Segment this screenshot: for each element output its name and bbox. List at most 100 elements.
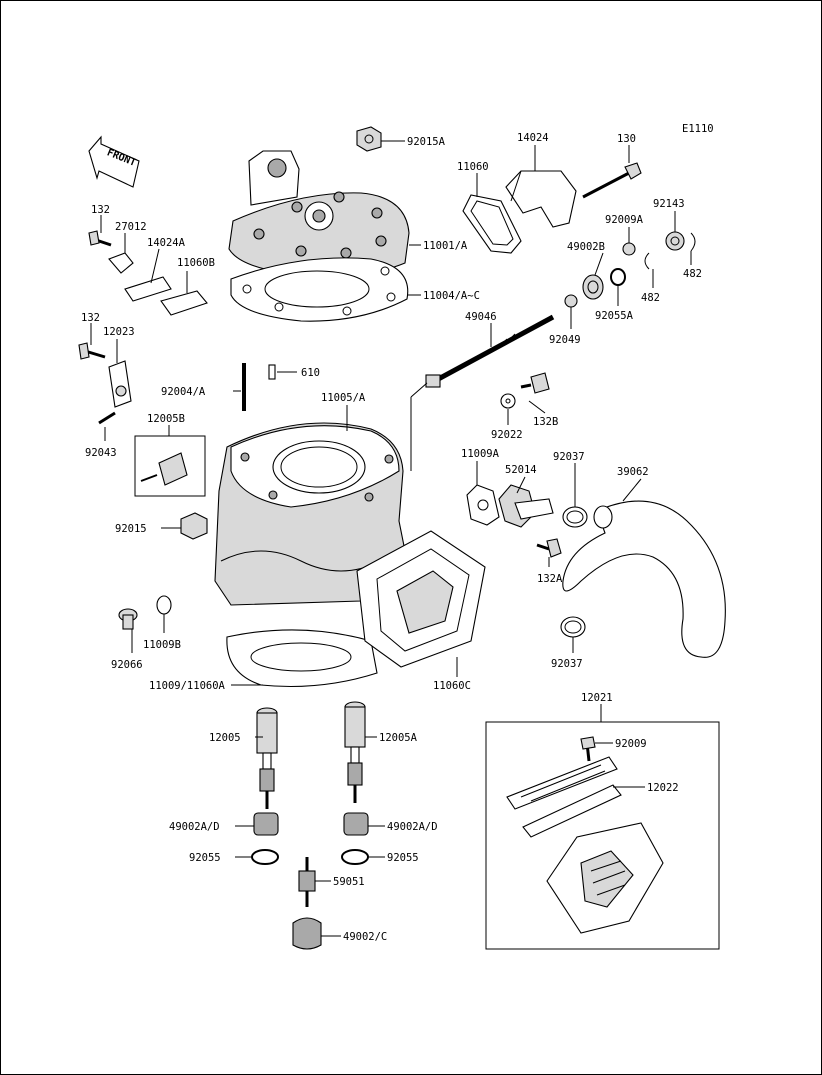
gasket-11060B-part	[160, 290, 208, 316]
label-12005A: 12005A	[379, 732, 418, 744]
cover-14024-part	[505, 170, 577, 228]
gasket-11060-part	[462, 194, 522, 254]
bracket-12023-part	[108, 360, 132, 408]
cylinder-part	[214, 422, 408, 606]
bolt-132-mid-part	[78, 342, 106, 360]
oring-92055-left-part	[251, 849, 279, 865]
label-11009-11060A: 11009/11060A	[149, 680, 226, 692]
seal-92049-part	[564, 294, 578, 308]
circlip-482-part	[644, 232, 696, 270]
label-49002C: 49002/C	[343, 931, 387, 943]
base-gasket-part	[226, 629, 378, 688]
pin-92043-part	[98, 411, 116, 425]
label-12022: 12022	[647, 782, 679, 794]
clamp-92037-top-part	[562, 506, 588, 528]
label-130: 130	[617, 133, 636, 145]
label-12023: 12023	[103, 326, 135, 338]
label-49002AD-left: 49002A/D	[169, 821, 220, 833]
label-14024A: 14024A	[147, 237, 186, 249]
label-92009: 92009	[615, 738, 647, 750]
bolt-130-part	[582, 162, 642, 199]
diagram-code: E1110	[682, 123, 714, 135]
label-132-mid: 132	[81, 312, 100, 324]
reed-adapter-11060C-part	[356, 530, 486, 668]
clamp-92037-bottom-part	[560, 616, 586, 638]
head-gasket-part	[230, 257, 409, 322]
label-92015: 92015	[115, 523, 147, 535]
label-59051: 59051	[333, 876, 365, 888]
washer-92022-part	[500, 393, 516, 409]
plate-14024A-part	[124, 276, 172, 302]
label-27012: 27012	[115, 221, 147, 233]
label-132A: 132A	[537, 573, 563, 585]
gear-59051-part	[298, 857, 316, 907]
valve-12005B-box	[134, 435, 206, 497]
valve-12005A-part	[344, 701, 366, 803]
label-52014: 52014	[505, 464, 537, 476]
seal-92143-part	[665, 231, 685, 251]
label-49046: 49046	[465, 311, 497, 323]
label-11009B: 11009B	[143, 639, 181, 651]
label-92022: 92022	[491, 429, 523, 441]
label-12005B: 12005B	[147, 413, 185, 425]
bolt-132-top-part	[88, 230, 112, 247]
gasket-11009A-part	[466, 484, 500, 526]
label-132-top: 132	[91, 204, 110, 216]
bolt-132B-part	[520, 372, 550, 394]
bushing-49002B-part	[582, 274, 604, 300]
part-labels: 92015A 14024 130 11060 92143 92009A 132 …	[81, 132, 702, 943]
bushing-49002AD-left-part	[253, 812, 279, 836]
label-610: 610	[301, 367, 320, 379]
label-11001A: 11001/A	[423, 240, 468, 252]
label-11009A: 11009A	[461, 448, 500, 460]
label-92037-top: 92037	[553, 451, 585, 463]
label-482-a: 482	[683, 268, 702, 280]
reed-valve-12021-box	[485, 721, 720, 950]
label-11060B: 11060B	[177, 257, 215, 269]
label-92055A: 92055A	[595, 310, 634, 322]
nut-92015-part	[180, 512, 208, 540]
nut-92015A-part	[356, 126, 382, 152]
label-92049: 92049	[549, 334, 581, 346]
fitting-52014-part	[498, 484, 554, 528]
label-92009A: 92009A	[605, 214, 644, 226]
label-11060: 11060	[457, 161, 489, 173]
bushing-49002C-part	[292, 917, 322, 950]
label-39062: 39062	[617, 466, 649, 478]
label-92066: 92066	[111, 659, 143, 671]
plug-92066-part	[118, 608, 138, 630]
valve-12005-part	[256, 707, 278, 809]
label-92055-left: 92055	[189, 852, 221, 864]
label-92004A: 92004/A	[161, 386, 206, 398]
bolt-132A-part	[536, 538, 562, 558]
label-92055-right: 92055	[387, 852, 419, 864]
label-11004: 11004/A~C	[423, 290, 480, 302]
label-482-b: 482	[641, 292, 660, 304]
cylinder-head-part	[228, 150, 410, 278]
label-12005: 12005	[209, 732, 241, 744]
oring-92055-right-part	[341, 849, 369, 865]
rod-49046-part	[425, 314, 555, 388]
label-11005A: 11005/A	[321, 392, 366, 404]
hose-39062-part	[562, 500, 726, 658]
oring-92055A-part	[610, 268, 626, 286]
washer-11009B-part	[156, 595, 172, 615]
label-11060C: 11060C	[433, 680, 471, 692]
label-92037-bottom: 92037	[551, 658, 583, 670]
bushing-49002AD-right-part	[343, 812, 369, 836]
label-92143: 92143	[653, 198, 685, 210]
bracket-27012-part	[108, 252, 134, 274]
pin-610-part	[268, 364, 276, 380]
front-arrow-icon: FRONT	[88, 135, 140, 188]
label-14024: 14024	[517, 132, 549, 144]
washer-92009A-part	[622, 242, 636, 256]
label-132B: 132B	[533, 416, 558, 428]
label-49002B: 49002B	[567, 241, 605, 253]
label-49002AD-right: 49002A/D	[387, 821, 438, 833]
label-12021: 12021	[581, 692, 613, 704]
label-92015A: 92015A	[407, 136, 446, 148]
label-92043: 92043	[85, 447, 117, 459]
leader-lines	[90, 140, 692, 937]
